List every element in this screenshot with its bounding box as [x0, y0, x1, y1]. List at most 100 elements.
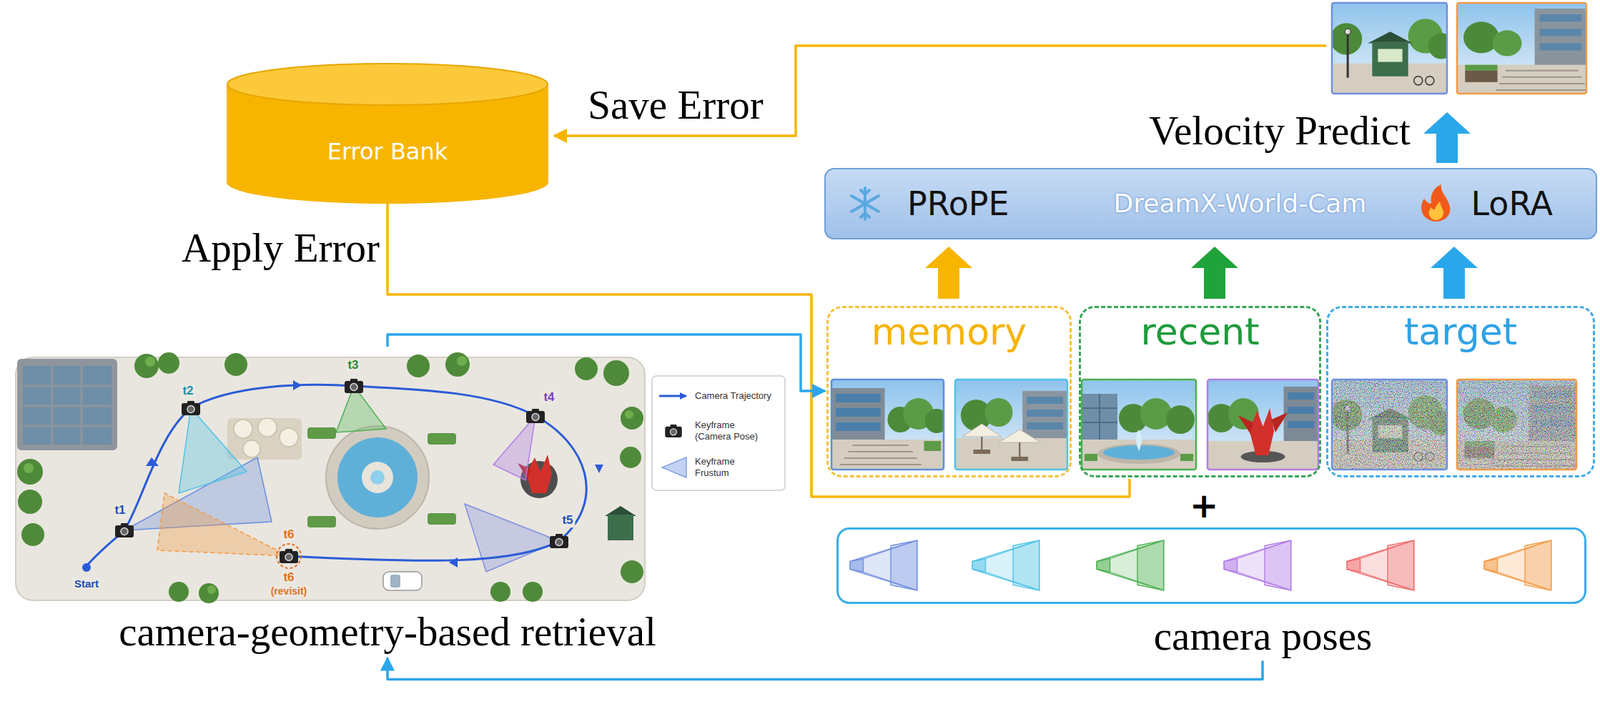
plaza-illustration-part [279, 549, 299, 564]
legend-text: Camera Trajectory [694, 390, 781, 402]
plaza-illustration-part [390, 574, 401, 588]
plaza-illustration-part [607, 514, 634, 541]
plaza-illustration-part [464, 504, 560, 572]
plaza-illustration-part [233, 418, 299, 458]
plaza-illustration-part-part [51, 366, 54, 445]
illustration-legend-part [652, 376, 785, 491]
label-holder: t6 [280, 527, 296, 542]
plaza-illustration-part [526, 408, 545, 424]
plaza-illustration-part-part [307, 516, 337, 528]
target-noisy-thumbnails-part [1330, 379, 1455, 470]
output-frames-part [1457, 2, 1587, 94]
label-holder: t3 [345, 358, 361, 373]
plaza-illustration-part-part [522, 581, 543, 602]
connector-line [387, 203, 1130, 497]
memory-thumbnails-part [831, 379, 949, 470]
plaza-illustration-part-part [145, 356, 156, 367]
plaza-illustration-part [383, 571, 422, 591]
keyframe-label: t3 [345, 358, 361, 373]
target-noisy-thumbnails-part [1457, 379, 1577, 470]
camera-pose-frusta-part [1096, 540, 1164, 591]
keyframe-label: t2 [180, 383, 196, 399]
plaza-illustration-part-part [207, 585, 216, 595]
plaza-illustration-part-part [145, 457, 159, 467]
connector-line [387, 658, 1263, 680]
illustration-legend [652, 376, 785, 491]
plaza-illustration-part-part [157, 352, 180, 374]
illustration-area [5, 346, 785, 605]
plaza-illustration-part-part [22, 405, 112, 408]
camera-pose-frusta-part [850, 540, 918, 591]
memory-thumbnails-part [955, 379, 1068, 470]
recent-thumbnails [1081, 379, 1319, 470]
label-holder: Save Error [587, 81, 763, 129]
snowflake-icon-part [851, 195, 879, 212]
label-holder: (revisit) [268, 585, 310, 597]
plaza-illustration-part [181, 401, 201, 416]
annotation: Save Error [587, 81, 763, 129]
plaza-illustration-part-part [168, 581, 189, 602]
legend-holder: Keyframe Frustum [694, 456, 745, 479]
label-holder: + [1189, 486, 1219, 526]
panel-frame [836, 527, 1587, 605]
plaza-illustration-part-part [464, 504, 560, 572]
plaza-illustration-part [493, 416, 536, 481]
plaza-illustration-part-part [456, 356, 467, 367]
plaza-illustration-part-part [23, 463, 34, 474]
label-holder: t6 [280, 570, 296, 585]
camera-pose-frusta-part [972, 540, 1040, 591]
label-holder: Start [72, 577, 101, 590]
recent-thumbnails-part [1207, 379, 1319, 470]
connectors [387, 203, 1478, 680]
plaza-illustration-part-part [157, 493, 289, 557]
output-frames-part [1457, 2, 1587, 94]
model-label: DreamX-World-Cam [1113, 188, 1367, 219]
plaza-illustration-part-part [448, 557, 458, 568]
annotation: Velocity Predict [1148, 107, 1411, 155]
plaza-illustration-part [344, 378, 364, 394]
plaza-illustration-part [115, 523, 134, 538]
plaza-illustration-part [326, 426, 429, 530]
illustration-legend-part [662, 457, 687, 478]
caption: camera-geometry-based retrieval [5, 608, 785, 656]
plaza-illustration-part-part [624, 410, 634, 419]
output-frames-part [1331, 2, 1448, 94]
snowflake-icon-part [865, 190, 870, 195]
plaza-illustration [15, 352, 645, 604]
keyframe-label: t1 [112, 503, 128, 518]
plaza-illustration-part [15, 357, 645, 601]
store-label: Error Bank [327, 138, 449, 166]
label-holder: t5 [559, 513, 575, 528]
edge-label: Apply Error [181, 224, 380, 272]
label-holder: t4 [541, 390, 557, 405]
plaza-illustration-part [227, 418, 302, 460]
plaza-illustration-part-part [17, 489, 43, 515]
plaza-illustration-part-part [198, 583, 219, 604]
plaza-illustration-part-part [307, 427, 337, 439]
label-holder: t1 [112, 503, 128, 518]
retrieval-illustration: camera-geometry-based retrieval [5, 346, 785, 656]
plaza-illustration-part [23, 356, 634, 595]
plaza-illustration-part-part [620, 406, 644, 430]
plaza-illustration-part-part [490, 581, 511, 602]
recent-thumbnails-part [1081, 379, 1197, 470]
plaza-illustration-part [17, 352, 644, 604]
cylinder-top [227, 63, 548, 106]
plaza-illustration-part [178, 408, 247, 494]
block-arrow [925, 246, 973, 299]
plaza-illustration-part-part [445, 352, 470, 377]
block-arrow [1191, 246, 1239, 299]
plaza-illustration-part-part [279, 428, 299, 447]
model-label: PRoPE [907, 185, 1010, 224]
model-label: LoRA [1470, 185, 1553, 224]
group-title: memory [828, 310, 1070, 354]
block-arrow [1430, 246, 1478, 299]
error-bank-cylinder: Error Bank [226, 62, 549, 204]
camera-pose-frusta-part [1223, 540, 1292, 591]
recent-thumbnails-part [1207, 379, 1319, 470]
plaza-illustration-part-part [17, 458, 43, 485]
camera-poses-panel: camera poses [836, 527, 1587, 660]
